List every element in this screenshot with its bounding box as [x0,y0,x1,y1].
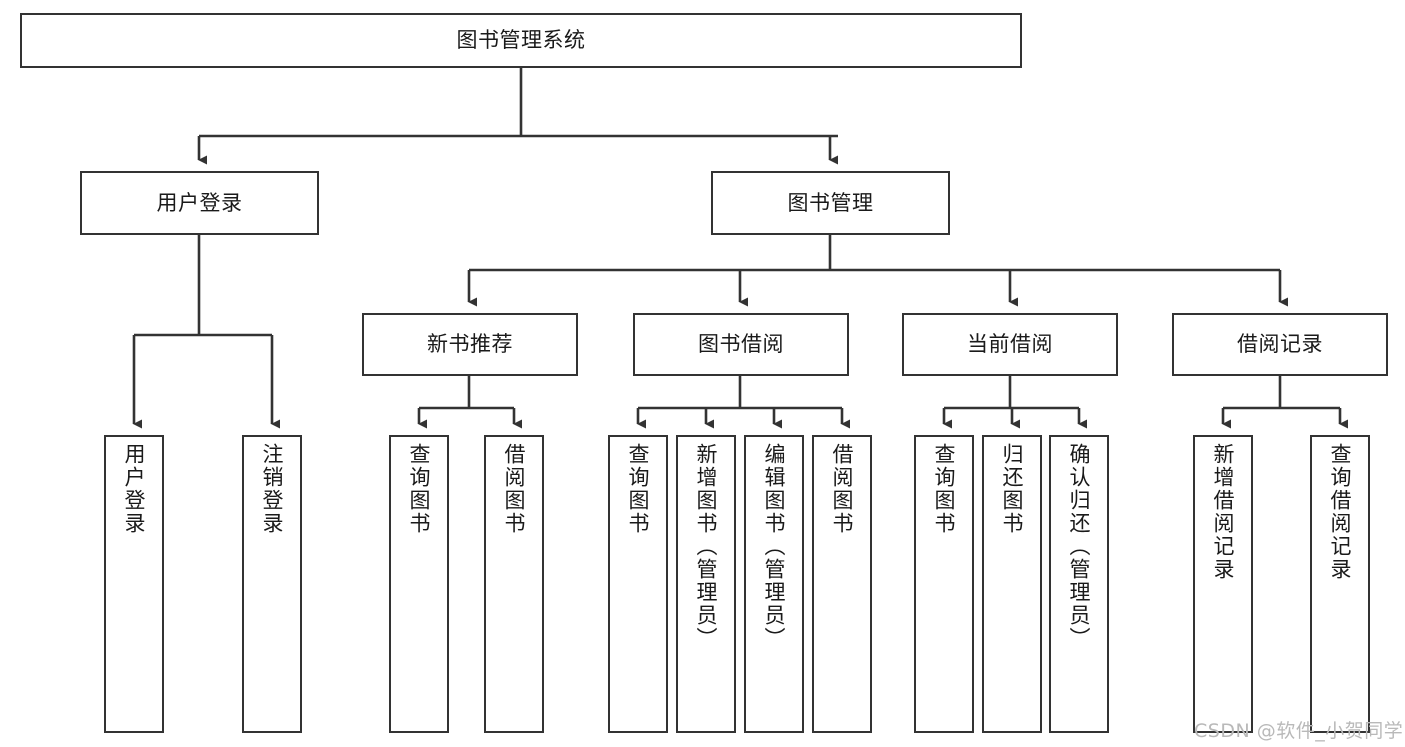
leaf-logout-label: 注销登录 [260,443,285,535]
node-book-management-label: 图书管理 [787,190,874,215]
leaf-borrow-book-recommend-label: 借阅图书 [502,443,527,535]
leaf-query-book-current-label: 查询图书 [932,443,957,535]
leaf-edit-book-admin-label: 编辑图书（管理员） [762,443,787,650]
leaf-borrow-book-label: 借阅图书 [830,443,855,535]
leaf-add-book-admin[interactable]: 新增图书（管理员） [676,435,736,733]
node-borrow-records[interactable]: 借阅记录 [1172,313,1388,376]
node-root-label: 图书管理系统 [456,28,586,53]
leaf-confirm-return-admin[interactable]: 确认归还（管理员） [1049,435,1109,733]
node-user-login-label: 用户登录 [156,190,243,215]
leaf-add-borrow-record-label: 新增借阅记录 [1211,443,1236,581]
leaf-query-borrow-record-label: 查询借阅记录 [1328,443,1353,581]
leaf-query-book-current[interactable]: 查询图书 [914,435,974,733]
node-current-borrow-label: 当前借阅 [967,332,1053,357]
node-new-book-recommend-label: 新书推荐 [427,332,513,357]
leaf-logout[interactable]: 注销登录 [242,435,302,733]
leaf-return-book[interactable]: 归还图书 [982,435,1042,733]
leaf-query-book-borrow[interactable]: 查询图书 [608,435,668,733]
node-borrow-records-label: 借阅记录 [1237,332,1323,357]
csdn-watermark: CSDN @软件_小贺同学 [1194,720,1404,742]
leaf-query-book-borrow-label: 查询图书 [626,443,651,535]
node-current-borrow[interactable]: 当前借阅 [902,313,1118,376]
node-user-login[interactable]: 用户登录 [80,171,319,235]
leaf-add-borrow-record[interactable]: 新增借阅记录 [1193,435,1253,733]
leaf-borrow-book[interactable]: 借阅图书 [812,435,872,733]
leaf-query-borrow-record[interactable]: 查询借阅记录 [1310,435,1370,733]
leaf-user-login-label: 用户登录 [122,443,147,535]
node-root[interactable]: 图书管理系统 [20,13,1022,68]
leaf-return-book-label: 归还图书 [1000,443,1025,535]
leaf-query-book-recommend[interactable]: 查询图书 [389,435,449,733]
leaf-add-book-admin-label: 新增图书（管理员） [694,443,719,650]
leaf-confirm-return-admin-label: 确认归还（管理员） [1067,443,1092,650]
leaf-user-login[interactable]: 用户登录 [104,435,164,733]
node-book-borrow[interactable]: 图书借阅 [633,313,849,376]
node-new-book-recommend[interactable]: 新书推荐 [362,313,578,376]
leaf-borrow-book-recommend[interactable]: 借阅图书 [484,435,544,733]
leaf-edit-book-admin[interactable]: 编辑图书（管理员） [744,435,804,733]
node-book-borrow-label: 图书借阅 [698,332,784,357]
node-book-management[interactable]: 图书管理 [711,171,950,235]
leaf-query-book-recommend-label: 查询图书 [407,443,432,535]
